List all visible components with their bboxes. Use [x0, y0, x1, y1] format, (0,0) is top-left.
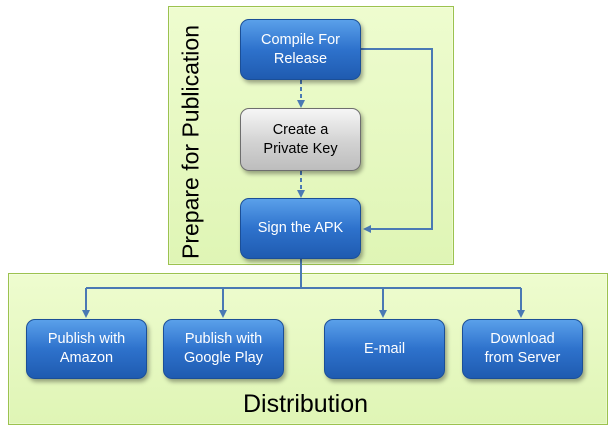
download-server-box: Download from Server	[462, 319, 583, 379]
create-private-key-box: Create a Private Key	[240, 108, 361, 171]
create-private-key-label: Create a Private Key	[263, 121, 338, 157]
download-server-label: Download from Server	[484, 331, 561, 366]
distribution-label: Distribution	[242, 390, 369, 418]
compile-for-release-box: Compile For Release	[240, 19, 361, 80]
compile-for-release-label: Compile For Release	[261, 31, 340, 67]
sign-apk-box: Sign the APK	[240, 198, 361, 259]
sign-apk-label: Sign the APK	[257, 220, 344, 236]
arrow-compile-to-sign	[361, 48, 433, 233]
email-label: E-mail	[363, 340, 406, 357]
email-box: E-mail	[324, 319, 445, 379]
publish-amazon-label: Publish with Amazon	[47, 331, 126, 366]
publish-google-play-label: Publish with Google Play	[184, 331, 263, 366]
publish-google-play-box: Publish with Google Play	[163, 319, 284, 379]
publish-amazon-box: Publish with Amazon	[26, 319, 147, 379]
